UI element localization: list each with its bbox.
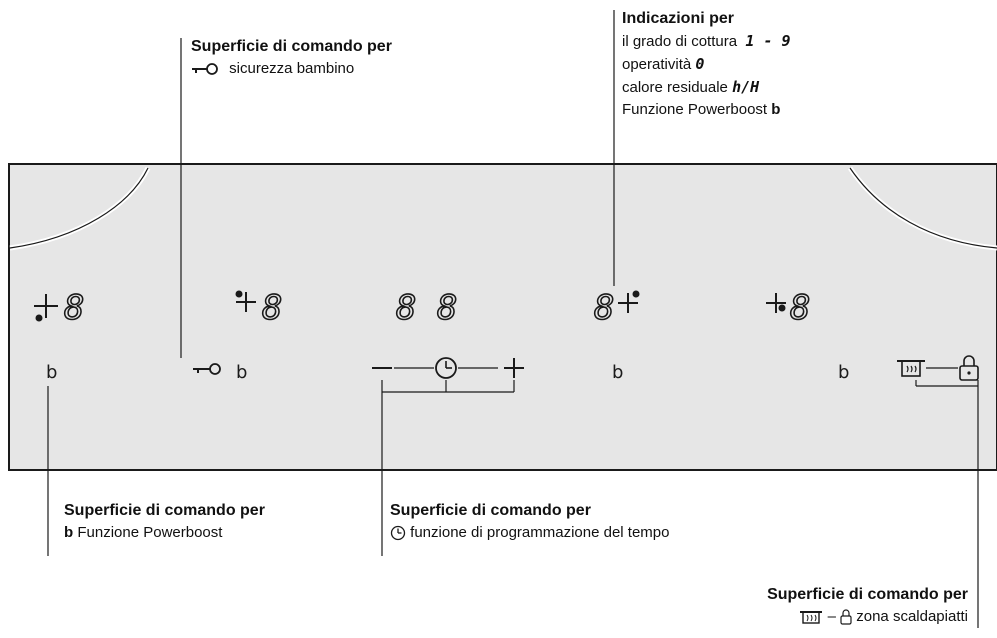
timer-controls[interactable] <box>372 357 524 379</box>
callout-separator: – <box>827 608 836 625</box>
callout-title: Superficie di comando per <box>64 502 265 519</box>
lock-icon <box>840 609 852 625</box>
zone-2-display: 8 <box>262 288 282 328</box>
callout-text: funzione di programmazione del tempo <box>410 524 670 541</box>
powerboost-symbol: b <box>64 524 74 541</box>
indication-powerboost-symbol: b <box>771 101 781 118</box>
lock-button[interactable] <box>959 355 979 381</box>
callout-title: Superficie di comando per <box>767 586 968 603</box>
zone-1-display: 8 <box>64 288 84 328</box>
indication-residual-heat-symbol: h/H <box>732 78 760 96</box>
zone-2-powerboost: b <box>236 362 247 383</box>
clock-icon[interactable] <box>435 357 457 379</box>
callout-child-lock: Superficie di comando per sicurezza bamb… <box>191 36 392 80</box>
control-panel <box>8 163 997 471</box>
callout-text: sicurezza bambino <box>229 60 355 77</box>
zone-4-powerboost: b <box>612 362 623 383</box>
leader-lines <box>47 10 979 628</box>
indication-cooking-level-label: il grado di cottura <box>622 33 738 50</box>
zone-5-display: 8 <box>790 288 810 328</box>
zone-4[interactable]: 8 b <box>593 287 640 383</box>
zone-1[interactable]: 8 b <box>34 287 85 383</box>
plate-warmer-icon <box>800 611 823 624</box>
zone-5[interactable]: 8 b <box>766 287 849 383</box>
plate-warmer-button[interactable] <box>897 360 925 377</box>
zone-5-powerboost: b <box>838 362 849 383</box>
zone-position-dot <box>35 314 43 322</box>
cooking-zone-arc-left-line <box>9 167 149 249</box>
callout-text: Funzione Powerboost <box>77 524 223 541</box>
indication-operation-label: operatività <box>622 56 692 73</box>
zone-4-display: 8 <box>594 288 614 328</box>
callout-title: Superficie di comando per <box>390 502 591 519</box>
callout-powerboost: Superficie di comando per b Funzione Pow… <box>64 500 265 544</box>
key-icon <box>192 63 218 75</box>
callout-title: Indicazioni per <box>622 10 735 27</box>
indication-cooking-level-range: 1 - 9 <box>745 32 791 50</box>
zone-1-powerboost: b <box>46 362 57 383</box>
zone-position-dot <box>778 304 786 312</box>
child-lock-key-button[interactable] <box>193 363 221 375</box>
zone-position-dot <box>235 290 243 298</box>
indication-operation-symbol: 0 <box>695 55 705 73</box>
indication-powerboost-label: Funzione Powerboost <box>622 101 768 118</box>
zone-2[interactable]: 8 b <box>235 287 283 383</box>
indication-residual-heat-label: calore residuale <box>622 79 728 96</box>
callout-indications: Indicazioni per il grado di cottura 1 - … <box>622 8 791 121</box>
zone-position-dot <box>632 290 640 298</box>
callout-timer: Superficie di comando per funzione di pr… <box>390 500 670 544</box>
clock-icon <box>390 525 406 541</box>
cooking-zone-arc-right-line <box>849 167 997 249</box>
timer-display: 8 8 <box>396 288 457 328</box>
callout-warming: Superficie di comando per – zona scaldap… <box>767 584 968 628</box>
callout-text: zona scaldapiatti <box>856 608 968 625</box>
callout-title: Superficie di comando per <box>191 38 392 55</box>
